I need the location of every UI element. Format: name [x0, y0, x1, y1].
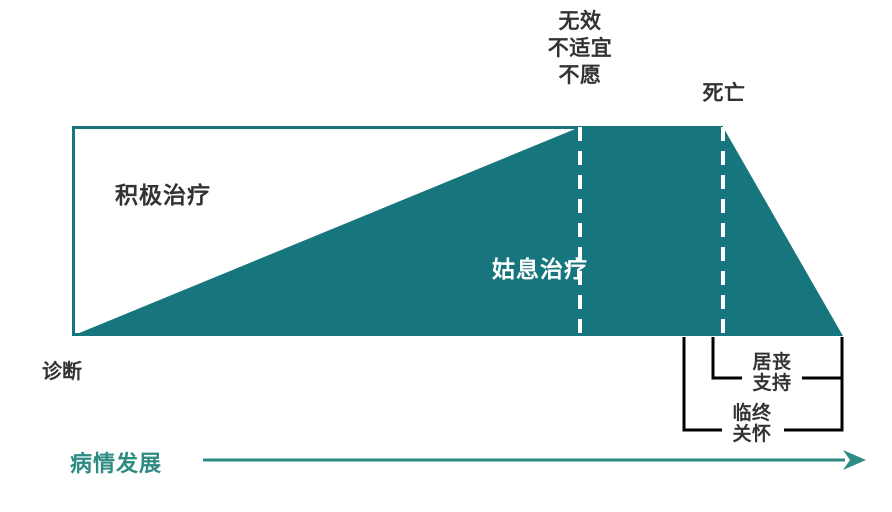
stage-label-death: 死亡 [702, 82, 746, 105]
progression-arrow-head [843, 450, 866, 470]
bracket-label-bereavement: 居丧 支持 [752, 352, 792, 394]
axis-label-diagnosis: 诊断 [42, 361, 82, 383]
progression-axis-label: 病情发展 [70, 451, 163, 476]
trajectory-box [72, 126, 723, 336]
region-label-palliative: 姑息治疗 [492, 256, 588, 282]
bracket-label-hospice: 临终 关怀 [732, 403, 772, 445]
stage-label-futile: 无效 不适宜 不愿 [547, 10, 613, 87]
region-label-curative: 积极治疗 [115, 182, 211, 208]
